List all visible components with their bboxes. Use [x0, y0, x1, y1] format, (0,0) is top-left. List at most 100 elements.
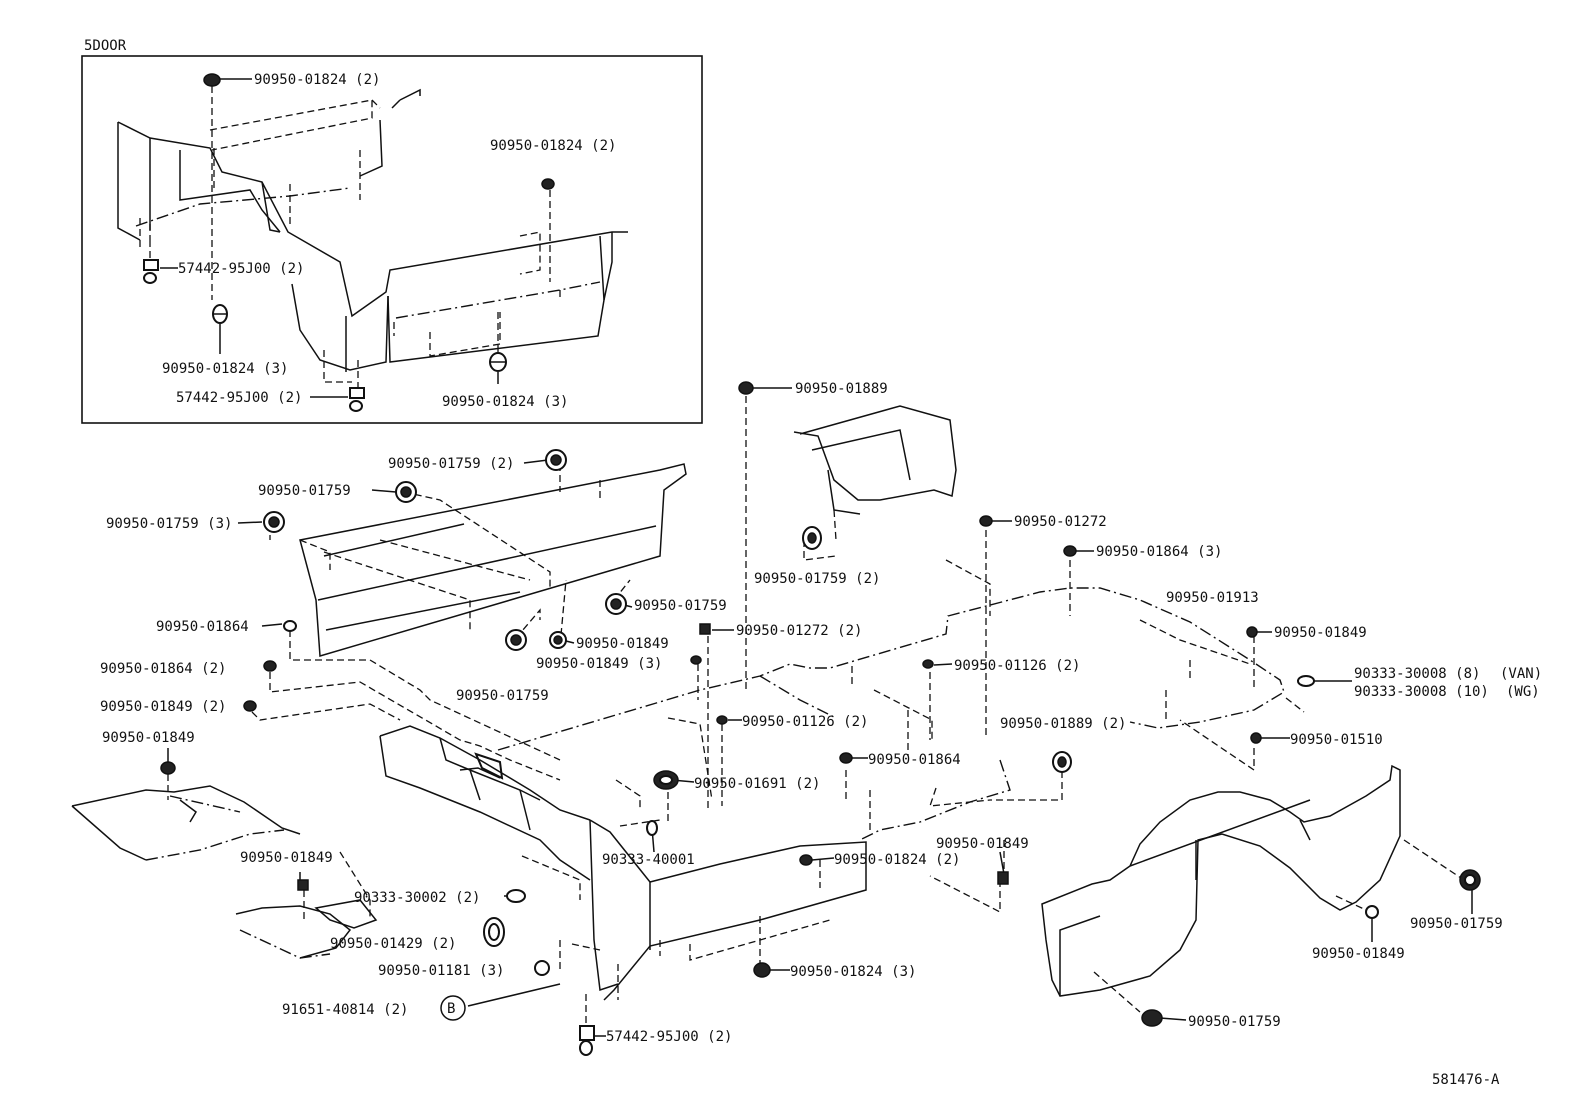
callout-label: 90950-01126 (2) [742, 714, 868, 730]
clip-icon [1246, 626, 1258, 638]
callout-label: 90950-01759 (3) [106, 516, 232, 532]
grommet-icon [802, 526, 822, 550]
retainer-icon [579, 1025, 595, 1056]
callout-labels: 90950-01889 90950-01759 (2) 90950-01759 … [100, 381, 1542, 1088]
callout-label: 90333-30008 (10) [1354, 684, 1489, 700]
grommet-icon [1459, 869, 1481, 891]
grommet-icon [212, 304, 228, 324]
grommet-icon [483, 917, 505, 947]
callout-label: (WG) [1506, 684, 1540, 700]
callout-label: 90950-01759 (2) [388, 456, 514, 472]
callout-label: 90950-01849 [1312, 946, 1405, 962]
callout-label: 90950-01864 [156, 619, 249, 635]
clip-icon [160, 761, 176, 775]
callout-label: 90950-01913 [1166, 590, 1259, 606]
callout-label: 90333-30002 (2) [354, 890, 480, 906]
inset-label-4: 90950-01824 (3) [162, 361, 288, 377]
clip-icon [979, 515, 993, 527]
clip-icon [283, 620, 297, 632]
callout-label: 90950-01272 [1014, 514, 1107, 530]
clip-icon [922, 659, 934, 669]
clip-icon [716, 715, 728, 725]
grommet-icon [605, 593, 627, 615]
callout-label: (VAN) [1500, 666, 1542, 682]
plug-icon [646, 820, 658, 836]
parts-icons [160, 381, 1481, 1056]
callout-label: 90950-01759 [1188, 1014, 1281, 1030]
inset-5door: 5DOOR [81, 38, 703, 424]
callout-label: 57442-95J00 (2) [606, 1029, 732, 1045]
callout-label: 90950-01849 [102, 730, 195, 746]
callout-label: 90950-01824 (2) [834, 852, 960, 868]
clip-icon [738, 381, 754, 395]
grommet-icon [1141, 1009, 1163, 1027]
clip-icon [799, 854, 813, 866]
reference-b-circle [440, 995, 466, 1021]
callout-label: 90950-01272 (2) [736, 623, 862, 639]
grommet-icon [489, 352, 507, 372]
reference-b-label: B [447, 1001, 455, 1017]
inset-label-2: 90950-01824 (2) [490, 138, 616, 154]
callout-label: 90950-01889 [795, 381, 888, 397]
inset-label-6: 90950-01824 (3) [442, 394, 568, 410]
callout-label: 90950-01429 (2) [330, 936, 456, 952]
clip-icon [243, 700, 257, 712]
callout-label: 91651-40814 (2) [282, 1002, 408, 1018]
inset-frame [81, 55, 703, 424]
clip-icon [997, 871, 1009, 885]
plug-icon [1297, 675, 1315, 687]
plug-icon [534, 960, 550, 976]
callout-label: 90950-01849 [1274, 625, 1367, 641]
grommet-icon [545, 449, 567, 471]
grommet-icon [1052, 751, 1072, 773]
plug-icon [506, 889, 526, 903]
callout-label: 90333-40001 [602, 852, 695, 868]
grommet-icon [263, 511, 285, 533]
callout-label: 90950-01759 (2) [754, 571, 880, 587]
callout-label: 90950-01510 [1290, 732, 1383, 748]
callout-label: 90950-01849 [936, 836, 1029, 852]
diagram-id: 581476-A [1432, 1072, 1500, 1088]
clip-icon [1063, 545, 1077, 557]
clip-icon [1365, 905, 1379, 919]
main-drawing [71, 387, 1473, 1037]
callout-label: 90950-01864 (3) [1096, 544, 1222, 560]
callout-label: 90950-01849 (3) [536, 656, 662, 672]
callout-label: 90333-30008 (8) [1354, 666, 1480, 682]
callout-label: 90950-01849 [576, 636, 669, 652]
callout-label: 90950-01691 (2) [694, 776, 820, 792]
callout-label: 90950-01849 (2) [100, 699, 226, 715]
inset-title: 5DOOR [84, 38, 127, 54]
callout-label: 90950-01759 [258, 483, 351, 499]
callout-label: 90950-01824 (3) [790, 964, 916, 980]
clip-icon [203, 73, 221, 87]
clip-icon [297, 879, 309, 891]
callout-label: 90950-01864 (2) [100, 661, 226, 677]
callout-label: 90950-01126 (2) [954, 658, 1080, 674]
grommet-icon [395, 481, 417, 503]
callout-label: 90950-01759 [1410, 916, 1503, 932]
callout-label: 90950-01181 (3) [378, 963, 504, 979]
clip-icon [263, 660, 277, 672]
grommet-icon [653, 770, 679, 790]
inset-label-3: 57442-95J00 (2) [178, 261, 304, 277]
clip-icon [541, 178, 555, 190]
callout-label: 90950-01759 [634, 598, 727, 614]
grommet-icon [505, 629, 527, 651]
callout-label: 90950-01849 [240, 850, 333, 866]
callout-label: 90950-01864 [868, 752, 961, 768]
grommet-icon [753, 962, 771, 978]
inset-panel-drawing [117, 86, 628, 392]
clip-icon [690, 655, 702, 665]
clip-icon [699, 623, 711, 635]
grommet-icon [549, 631, 567, 649]
retainer-icon [143, 259, 159, 284]
callout-label: 90950-01759 [456, 688, 549, 704]
clip-icon [1250, 732, 1262, 744]
clip-icon [839, 752, 853, 764]
inset-label-5: 57442-95J00 (2) [176, 390, 302, 406]
callout-label: 90950-01889 (2) [1000, 716, 1126, 732]
retainer-icon [349, 387, 365, 412]
inset-label-1: 90950-01824 (2) [254, 72, 380, 88]
